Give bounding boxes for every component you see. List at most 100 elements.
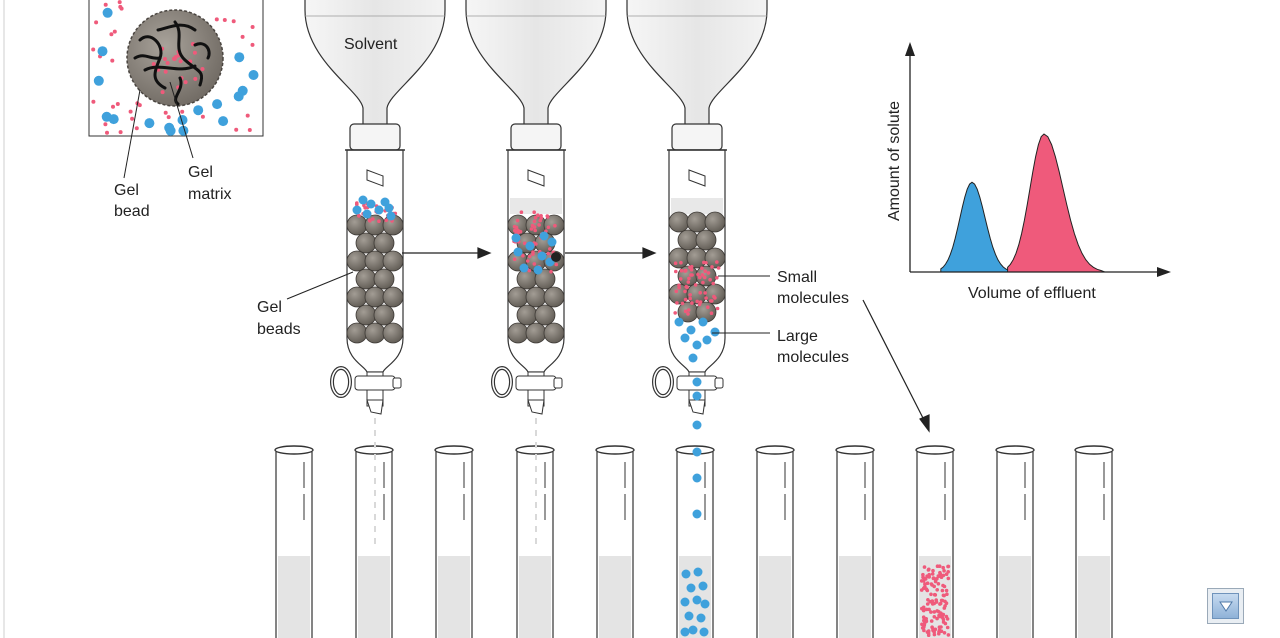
test-tube-5 (595, 445, 635, 638)
small-molecule-dot (521, 253, 525, 258)
small-molecule-dot (247, 128, 252, 132)
small-molecule-dot (130, 116, 135, 121)
large-molecule-dot (693, 567, 703, 577)
small-molecule-dot (192, 50, 197, 55)
large-molecule-dot (692, 595, 702, 605)
tube-wall (996, 452, 1034, 638)
gel-bead (373, 268, 395, 290)
small-molecule-dot (527, 254, 532, 259)
small-molecule-dot (924, 587, 929, 591)
gel-bead (686, 211, 708, 233)
test-tube-9 (915, 445, 955, 638)
small-molecule-dot (937, 625, 942, 629)
small-molecule-dot (683, 297, 688, 302)
small-molecules-label-2: molecules (777, 290, 849, 307)
small-molecule-dot (529, 227, 534, 231)
to-tube-arrow (862, 299, 930, 433)
y-axis-label: Amount of solute (886, 101, 903, 221)
small-molecule-dot (935, 609, 939, 613)
large-molecule-dot (352, 205, 362, 215)
falling-large-molecule (692, 447, 702, 457)
columns (304, 0, 768, 415)
small-molecule-dot (923, 577, 928, 581)
small-molecule-dot (930, 572, 935, 576)
column-molecules (511, 210, 561, 275)
solvent-drip (535, 526, 537, 532)
inset-molecules (91, 0, 259, 136)
small-molecule-dot (940, 588, 945, 593)
large-molecules-label-1: Large (777, 328, 818, 345)
small-molecule-dot (687, 276, 691, 281)
inlet-tip (527, 169, 545, 187)
small-molecule-dot (245, 113, 250, 118)
small-molecule-dot (920, 606, 924, 611)
x-axis-arrowhead (1157, 267, 1171, 277)
large-molecule-dot (680, 333, 690, 343)
small-molecule-dot (163, 57, 167, 61)
large-molecule-dot (108, 114, 119, 125)
small-molecule-dot (214, 17, 219, 22)
large-molecule-peak (940, 181, 1014, 273)
small-molecule-dot (512, 257, 517, 262)
small-molecule-dot (234, 127, 239, 132)
small-molecule-dot (151, 62, 156, 66)
solvent-reservoir (465, 0, 607, 129)
small-molecule-dot (163, 69, 168, 74)
large-molecule-dot (234, 52, 245, 63)
small-molecule-dot (712, 294, 716, 299)
stopcock-body (515, 375, 557, 391)
small-molecule-dot (111, 104, 115, 109)
small-molecule-dot (554, 262, 559, 267)
small-molecule-dot (178, 59, 183, 64)
large-molecule-dot (144, 118, 155, 129)
gel-bead (373, 304, 395, 326)
stopcock-handle-highlight (653, 367, 673, 397)
solvent-drip (374, 490, 376, 496)
tube-rim (1074, 445, 1114, 455)
gel-bead (382, 286, 404, 308)
stopcock-knob (392, 377, 402, 389)
solvent-drip (535, 514, 537, 520)
large-molecule-dot (525, 241, 535, 251)
gel-bead (507, 322, 529, 344)
tube-rim (915, 445, 955, 455)
small-molecule-dot (674, 269, 678, 274)
large-molecule-dot (686, 325, 696, 335)
small-molecule-dot (944, 588, 949, 593)
small-molecule-dot (690, 301, 694, 305)
small-molecule-dot (920, 622, 924, 627)
gel-matrix-label-2: matrix (188, 186, 232, 203)
small-molecule-dot (926, 633, 931, 637)
tube-liquid (759, 556, 791, 638)
small-molecule-dot (944, 572, 949, 576)
small-molecule-dot (922, 625, 926, 629)
gel-bead (346, 322, 368, 344)
small-molecule-dot (165, 61, 170, 65)
small-molecule-dot (118, 4, 123, 9)
column-stopper (671, 123, 723, 151)
small-molecule-dot (679, 260, 683, 265)
small-molecule-dot (688, 265, 692, 270)
falling-drops (374, 377, 702, 544)
gel-bead-label-1: Gel (114, 182, 139, 199)
small-molecule-dot (700, 273, 705, 277)
scroll-down-button[interactable] (1207, 588, 1244, 624)
test-tube-7 (755, 445, 795, 638)
small-molecule-dot (937, 629, 941, 634)
small-molecule-dot (163, 110, 168, 115)
small-molecule-dot (112, 29, 117, 34)
inlet-tip (366, 169, 384, 187)
gel-bead (704, 247, 726, 269)
small-molecule-dot (938, 614, 942, 619)
gel-bead (373, 232, 395, 254)
small-molecule-dot (922, 628, 926, 633)
column-1 (304, 0, 446, 415)
large-molecule-dot (380, 197, 390, 207)
solvent-drip (374, 514, 376, 520)
large-molecule-dot (688, 353, 698, 363)
small-molecule-dot (371, 217, 375, 221)
large-molecule-dot (93, 75, 104, 86)
gel-bead (382, 250, 404, 272)
large-molecule-dot (674, 317, 684, 327)
small-molecule-dot (929, 610, 933, 614)
